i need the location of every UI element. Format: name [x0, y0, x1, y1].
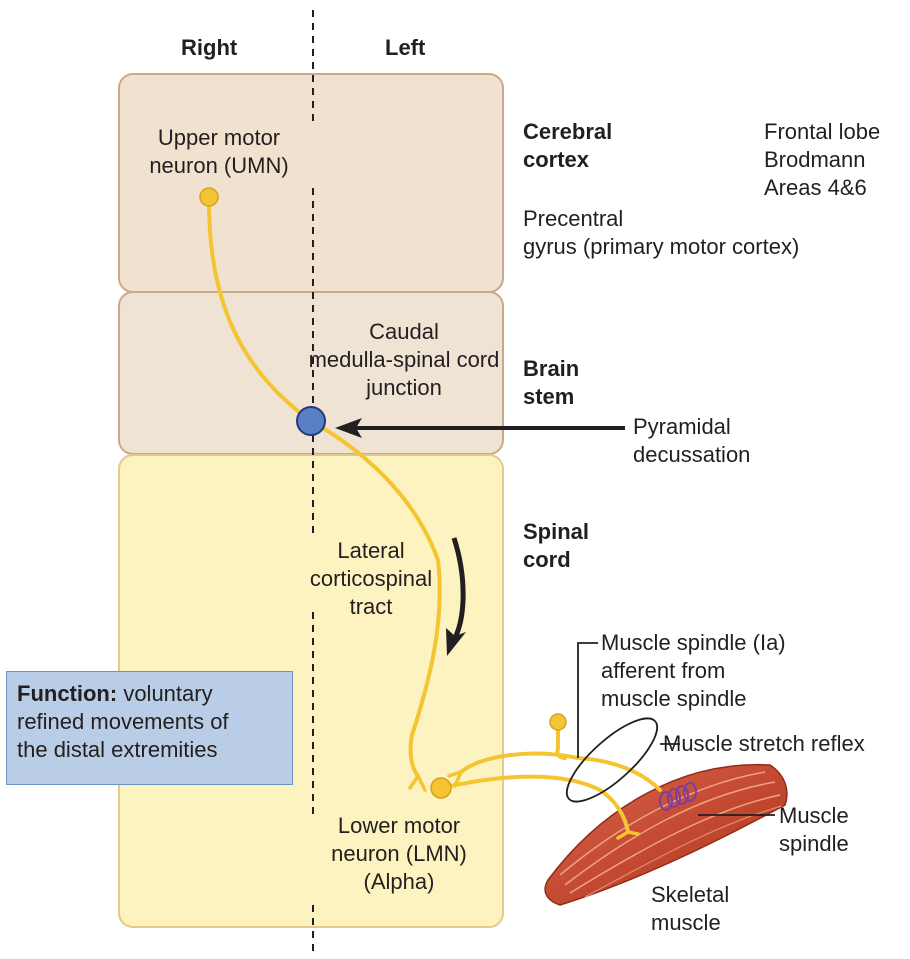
ia-cell-body: [549, 713, 567, 731]
cortex-panel: [118, 73, 504, 293]
stretch-reflex-loop: [565, 717, 659, 803]
pyramidal-arrow: [335, 418, 625, 438]
leader-lines: [577, 642, 775, 816]
neuron-pathways: [206, 195, 662, 834]
synapse-terminals: [408, 770, 640, 840]
function-text-1: voluntary: [117, 681, 213, 706]
stretch-reflex-label: Muscle stretch reflex: [663, 731, 865, 756]
function-box: Function: voluntary refined movements of…: [6, 671, 293, 785]
descending-arrow: [446, 537, 466, 656]
function-text-2: refined movements of: [17, 709, 229, 734]
header-left: Left: [385, 35, 426, 60]
decussation-node: [296, 406, 326, 436]
umn-cell-body: [199, 187, 219, 207]
function-title: Function:: [17, 681, 118, 706]
skeletal-muscle: [544, 763, 788, 906]
function-text-3: the distal extremities: [17, 737, 218, 762]
muscle-spindle-coil: [659, 782, 697, 811]
header-right: Right: [181, 35, 238, 60]
lmn-cell-body: [430, 777, 452, 799]
